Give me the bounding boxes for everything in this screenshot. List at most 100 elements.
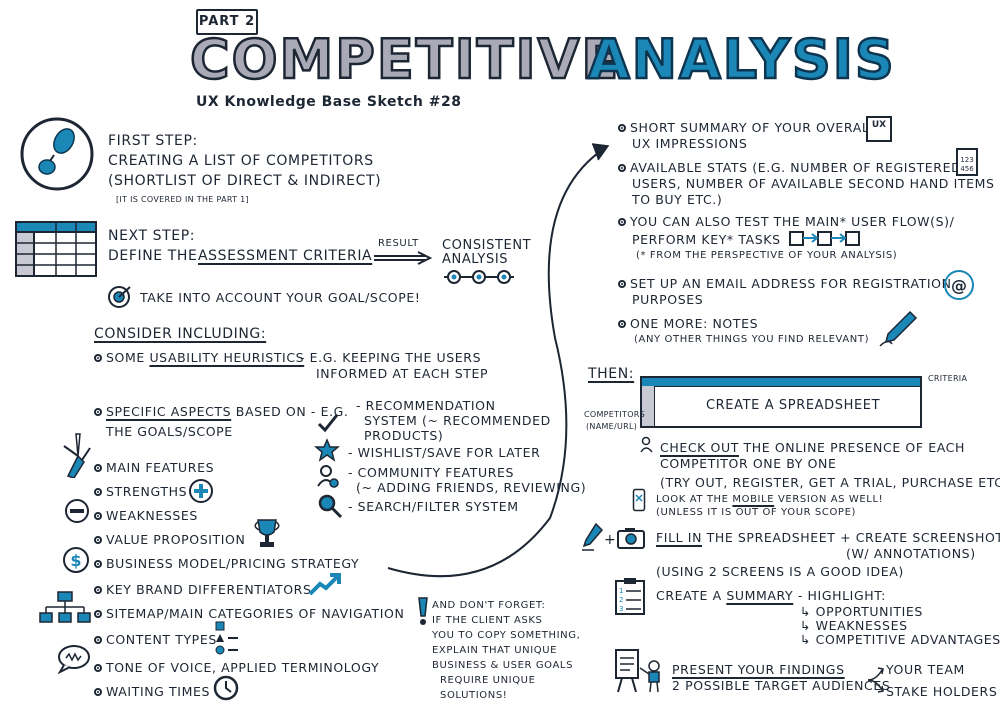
bullet-icon xyxy=(94,407,102,416)
bullet-icon xyxy=(94,635,102,644)
bullet-icon xyxy=(94,511,102,520)
goals-scope: THE GOALS/SCOPE xyxy=(106,424,233,439)
criteria-label: CRITERIA xyxy=(928,374,968,383)
stats-line-3: TO BUY ETC.) xyxy=(632,192,723,207)
svg-text:$: $ xyxy=(70,551,81,570)
pen-icon xyxy=(879,310,918,347)
title-main: COMPETITIVE xyxy=(189,27,621,93)
assessment-criteria: ASSESSMENT CRITERIA xyxy=(198,248,373,264)
dont-forget-4: EXPLAIN THAT UNIQUE xyxy=(432,645,558,656)
shapes-icon xyxy=(215,621,238,655)
minus-icon xyxy=(65,499,89,523)
fill-in-line-3: (USING 2 SCREENS IS A GOOD IDEA) xyxy=(656,564,904,579)
goal-note: TAKE INTO ACCOUNT YOUR GOAL/SCOPE! xyxy=(140,290,421,305)
item-brand-differentiators: KEY BRAND DIFFERENTIATORS xyxy=(106,582,312,597)
item-tone-of-voice: TONE OF VOICE, APPLIED TERMINOLOGY xyxy=(106,660,380,675)
specific-aspects: SPECIFIC ASPECTS xyxy=(106,404,232,419)
mobile-pre: LOOK AT THE xyxy=(656,494,729,505)
aspect-line-5: - COMMUNITY FEATURES xyxy=(348,465,515,480)
test-line-2: PERFORM KEY* TASKS xyxy=(632,232,781,247)
stats-board-row1: 123 xyxy=(960,156,974,164)
summary-post: - HIGHLIGHT: xyxy=(797,588,886,603)
present-findings: PRESENT YOUR FINDINGS xyxy=(672,662,845,677)
dont-forget-5: BUSINESS & USER GOALS xyxy=(432,660,574,671)
clock-icon xyxy=(213,675,239,701)
bullet-icon xyxy=(94,353,102,362)
item-sitemap: SITEMAP/MAIN CATEGORIES OF NAVIGATION xyxy=(106,606,405,621)
sitemap-icon xyxy=(39,591,91,623)
checkmark-icon xyxy=(317,414,339,433)
competitors-label-1: COMPETITORS xyxy=(584,410,646,419)
speech-bubble-icon xyxy=(57,645,90,674)
mobile-line-2: (UNLESS IT IS OUT OF YOUR SCOPE) xyxy=(656,507,856,518)
bullet-icon xyxy=(94,609,102,618)
trend-up-icon xyxy=(308,573,341,596)
result-label: RESULT xyxy=(378,238,419,249)
swiss-knife-icon xyxy=(63,433,91,478)
present-line-2: 2 POSSIBLE TARGET AUDIENCES xyxy=(672,678,891,693)
flow-arrow-curve xyxy=(387,143,610,578)
bullet-icon xyxy=(618,163,626,172)
aspect-line-2: SYSTEM (~ RECOMMENDED xyxy=(364,413,551,428)
item-value-proposition: VALUE PROPOSITION xyxy=(106,532,246,547)
plus-icon xyxy=(189,479,213,503)
notes-line-2: (ANY OTHER THINGS YOU FIND RELEVANT) xyxy=(634,334,870,345)
title-accent: ANALYSIS xyxy=(587,27,896,93)
consistency-nodes-icon xyxy=(444,270,514,284)
mobile-post: VERSION AS WELL! xyxy=(777,494,884,505)
highlight-advantages: ↳ COMPETITIVE ADVANTAGES xyxy=(800,632,1000,647)
clipboard-icon: 1 2 3 xyxy=(615,578,645,615)
presentation-icon xyxy=(615,649,660,693)
at-sign-text: @ xyxy=(951,276,967,295)
branch-arrows-icon xyxy=(867,667,884,693)
competitors-label-2: (NAME/URL) xyxy=(586,422,638,431)
aspect-line-7: - SEARCH/FILTER SYSTEM xyxy=(348,499,519,514)
aspect-line-1: - RECOMMENDATION xyxy=(356,398,496,413)
usability-example-2: INFORMED AT EACH STEP xyxy=(316,366,489,381)
summary-line-1: SHORT SUMMARY OF YOUR OVERALL xyxy=(630,120,877,135)
usability-heuristics: USABILITY HEURISTICS xyxy=(149,350,305,365)
plus-sign: + xyxy=(604,532,617,548)
dont-forget-1: AND DON'T FORGET: xyxy=(432,600,546,611)
email-line-2: PURPOSES xyxy=(632,292,704,307)
create-summary-pre: CREATE A xyxy=(656,588,722,603)
specific-aspects-post: BASED ON - E.G. xyxy=(235,404,349,419)
mobile-icon xyxy=(632,488,646,512)
first-step-line2: (SHORTLIST OF DIRECT & INDIRECT) xyxy=(108,173,382,189)
bullet-icon xyxy=(618,123,626,132)
marker-icon xyxy=(582,522,604,551)
test-line-3: (* FROM THE PERSPECTIVE OF YOUR ANALYSIS… xyxy=(636,250,898,261)
bullet-icon xyxy=(94,559,102,568)
svg-text:1: 1 xyxy=(619,587,623,595)
subtitle: UX Knowledge Base Sketch #28 xyxy=(196,94,462,110)
fill-in: FILL IN xyxy=(656,530,703,545)
first-step-note: [IT IS COVERED IN THE PART 1] xyxy=(116,195,249,204)
bullet-icon xyxy=(94,535,102,544)
bullet-icon xyxy=(618,217,626,226)
dont-forget-3: YOU TO COPY SOMETHING, xyxy=(432,630,581,641)
item-weaknesses: WEAKNESSES xyxy=(106,508,198,523)
exclamation-icon xyxy=(418,597,428,625)
bullet-icon xyxy=(94,487,102,496)
consider-heading: CONSIDER INCLUDING: xyxy=(94,326,267,342)
fill-in-post: THE SPREADSHEET + CREATE SCREENSHOTS xyxy=(706,530,1000,545)
next-step-define: DEFINE THE xyxy=(108,248,198,264)
spreadsheet-box: CREATE A SPREADSHEET xyxy=(640,376,922,428)
first-step-line1: CREATING A LIST OF COMPETITORS xyxy=(108,153,374,169)
bullet-icon xyxy=(94,663,102,672)
bullet-icon xyxy=(94,687,102,696)
check-out-line-2: COMPETITOR ONE BY ONE xyxy=(660,456,837,471)
aspect-line-6: (~ ADDING FRIENDS, REVIEWING) xyxy=(356,480,587,495)
audience-team: YOUR TEAM xyxy=(886,662,965,677)
dont-forget-7: SOLUTIONS! xyxy=(440,690,508,701)
at-sign-icon: @ xyxy=(944,270,974,300)
usability-pre: SOME xyxy=(106,350,145,365)
user-flow-icon xyxy=(789,231,860,246)
bullet-icon xyxy=(618,279,626,288)
star-icon xyxy=(314,438,340,462)
part-label: PART 2 xyxy=(196,9,258,35)
item-content-types: CONTENT TYPES xyxy=(106,632,217,647)
check-out-line-3: (TRY OUT, REGISTER, GET A TRIAL, PURCHAS… xyxy=(660,475,1000,490)
user-add-icon xyxy=(317,465,339,488)
magnifier-icon xyxy=(318,494,343,519)
